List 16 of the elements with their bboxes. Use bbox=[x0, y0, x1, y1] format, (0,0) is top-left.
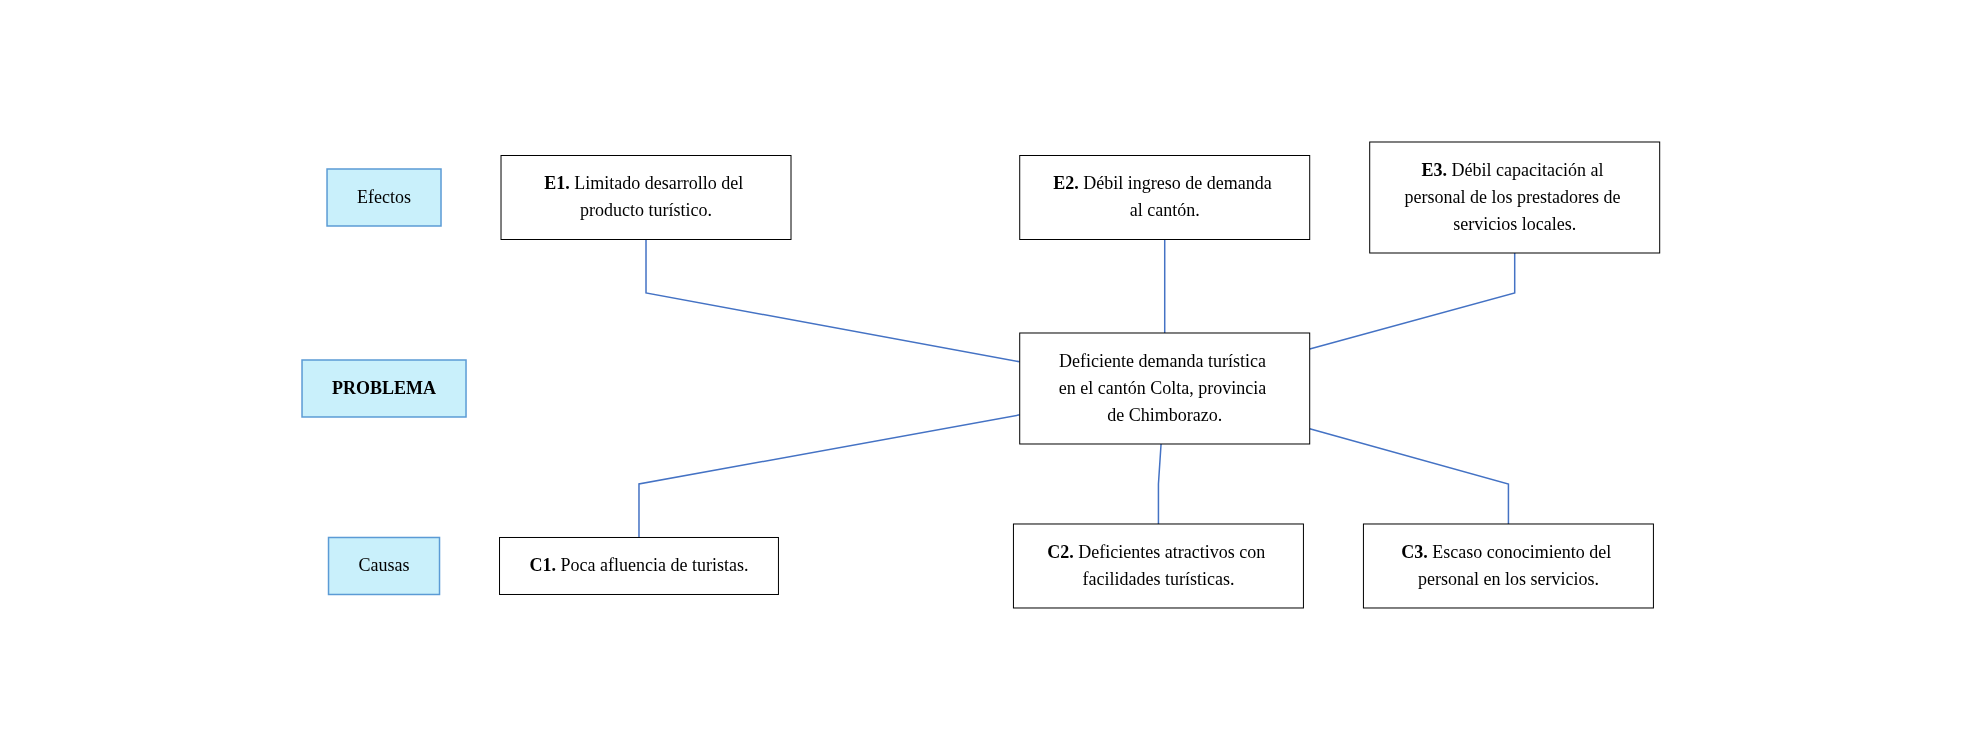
connector bbox=[1308, 252, 1516, 350]
connector bbox=[1163, 238, 1166, 334]
node-box: C2. Deficientes atractivos con facilidades turísticas. bbox=[1012, 523, 1304, 609]
node-box: E2. Débil ingreso de demanda al cantón. bbox=[1018, 155, 1310, 240]
node-box: PROBLEMA bbox=[300, 359, 467, 418]
connector bbox=[1308, 428, 1509, 525]
node-box: Deficiente demanda turística en el cantón Colta, provincia de Chimborazo. bbox=[1018, 332, 1310, 445]
connector bbox=[644, 238, 1021, 363]
node-box: Causas bbox=[327, 536, 440, 596]
node-box: C1. Poca afluencia de turistas. bbox=[498, 537, 779, 595]
node-box: C3. Escaso conocimiento del personal en los servicios. bbox=[1362, 523, 1654, 609]
node-box: E3. Débil capacitación al personal de los prestadores de servicios locales. bbox=[1368, 141, 1660, 254]
node-box: E1. Limitado desarrollo del producto turístico. bbox=[500, 155, 792, 240]
connector bbox=[637, 414, 1021, 539]
connector bbox=[1157, 443, 1162, 525]
node-box: Efectos bbox=[325, 168, 442, 227]
